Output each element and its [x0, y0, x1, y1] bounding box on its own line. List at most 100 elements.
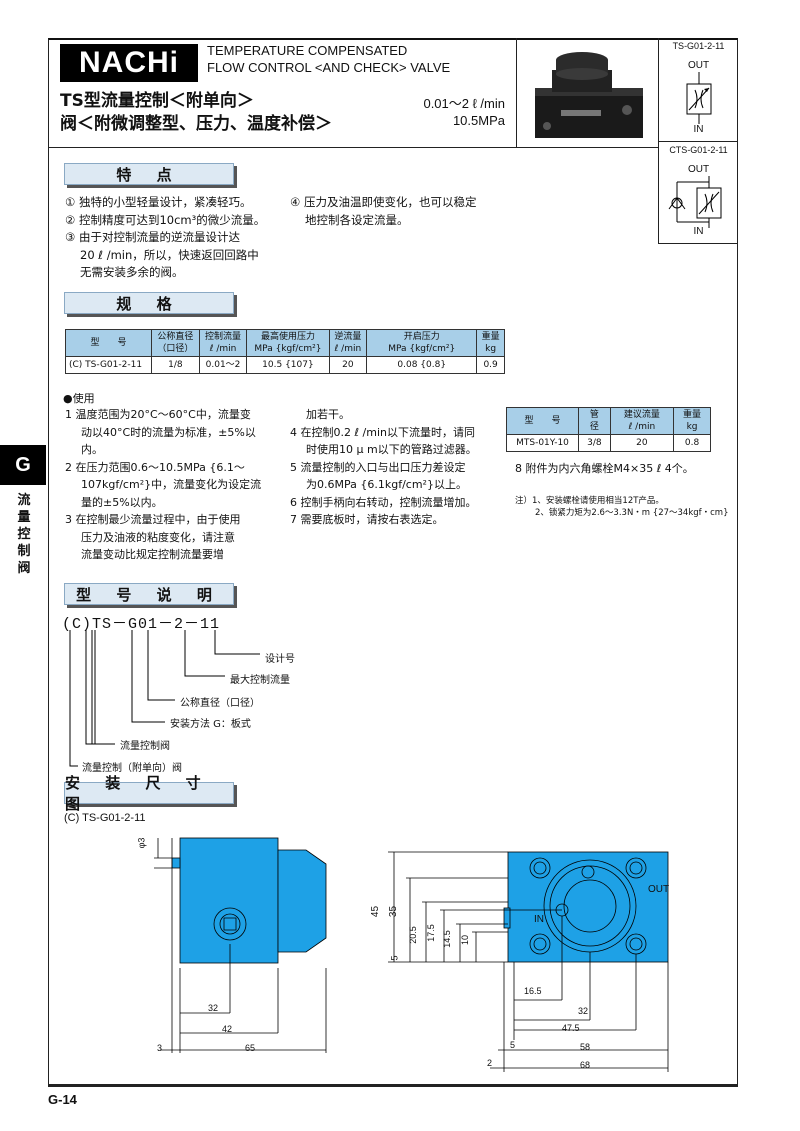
usage-item: 时使用10 μ m以下的管路过滤器。 [306, 443, 477, 456]
cell-weight: 0.9 [476, 356, 505, 374]
port-out-label: OUT [648, 884, 670, 895]
dim-label: 32 [208, 1003, 219, 1013]
usage-item: 量的±5%以内。 [81, 495, 163, 509]
model-code-leader-lines [69, 630, 260, 767]
cell-model: (C) TS-G01-2-11 [65, 356, 152, 374]
col-header: 重量 [683, 410, 702, 420]
dim-label: 3 [157, 1043, 163, 1053]
side-char: 流 [17, 493, 31, 508]
dim-label: 14.5 [441, 930, 452, 948]
symbol-model-ts: TS-G01-2-11 [672, 41, 725, 51]
side-view-drawing [154, 837, 327, 1053]
col-header-sub: MPa {kgf/cm²} [254, 344, 322, 354]
usage-item: 内。 [81, 443, 103, 456]
feature-item: ④ 压力及油温即使变化，也可以稳定 [290, 195, 477, 209]
cell-weight: 0.8 [673, 434, 711, 452]
en-title-line1: TEMPERATURE COMPENSATED [207, 43, 408, 58]
dim-label: 10 [460, 934, 471, 946]
en-title-line2: FLOW CONTROL <AND CHECK> VALVE [207, 60, 451, 75]
dims-subtitle: (C) TS-G01-2-11 [64, 812, 146, 824]
cn-title-line2: 阀＜附微调整型、压力、温度补偿＞ [60, 114, 332, 134]
dims-title: 安 装 尺 寸 图 [64, 774, 234, 813]
note: 注）1、安装螺栓请使用相当12T产品。 [515, 496, 664, 506]
usage-notes: 注）1、安装螺栓请使用相当12T产品。 2、锁紧力矩为2.6～3.3N・m {2… [515, 495, 729, 519]
dim-label: 68 [580, 1060, 591, 1070]
features-list-left: ① 独特的小型轻量设计，紧凑轻巧。 ② 控制精度可达到10cm³的微少流量。 ③… [65, 194, 295, 282]
col-header-sub: ℓ /min [334, 344, 362, 354]
dim-label: 5 [510, 1040, 516, 1050]
dim-label: 32 [578, 1006, 589, 1016]
col-header-sub: （口径） [157, 344, 194, 354]
side-char: 控 [17, 527, 31, 542]
col-header: 重量 [481, 332, 500, 342]
col-header: 最高使用压力 [260, 332, 315, 342]
model-label: 流量控制（附单向）阀 [82, 763, 182, 774]
flow-control-symbol-icon [686, 72, 712, 124]
side-char: 制 [17, 544, 31, 559]
check-flow-control-symbol-icon [668, 176, 722, 228]
note: 2、锁紧力矩为2.6～3.3N・m {27～34kgf・cm} [535, 508, 729, 518]
usage-item-8: 8 附件为内六角螺栓M4×35 ℓ 4个。 [515, 462, 694, 475]
dim-label: φ3 [136, 837, 147, 849]
dim-label: 5 [389, 955, 400, 961]
dim-label: 47.5 [562, 1023, 580, 1033]
model-label: 流量控制阀 [120, 741, 170, 752]
usage-item: 107kgf/cm²}中，流量变化为设定流 [81, 478, 262, 491]
usage-item: 7 需要底板时，请按右表选定。 [290, 513, 444, 526]
dim-label: 65 [245, 1043, 256, 1053]
col-header: 控制流量 [205, 332, 242, 342]
cell-flow: 0.01～2 [198, 356, 248, 374]
spec-pressure: 10.5MPa [452, 113, 505, 128]
page-frame [48, 38, 738, 1085]
symbol-model-cts: CTS-G01-2-11 [669, 145, 728, 155]
usage-item: 动以40°C时的流量为标准，±5%以 [81, 425, 256, 439]
feature-item: 无需安装多余的阀。 [80, 265, 184, 279]
usage-item: 压力及油液的粘度变化，请注意 [81, 530, 235, 544]
symbol-out-label: OUT [687, 60, 710, 71]
footer-rule [48, 1085, 738, 1087]
usage-item: 4 在控制0.2 ℓ /min以下流量时，请同 [290, 425, 475, 439]
dim-label: 58 [580, 1042, 591, 1052]
cell-flow: 20 [609, 434, 675, 452]
feature-item: ① 独特的小型轻量设计，紧凑轻巧。 [65, 195, 252, 209]
feature-item: 20 ℓ /min，所以，快速返回回路中 [80, 247, 259, 262]
usage-item: 流量变动比规定控制流量要增 [81, 548, 224, 561]
cell-pressure: 10.5 {107} [246, 356, 330, 374]
col-header-sub: 径 [589, 422, 599, 432]
cell-size: 1/8 [151, 356, 200, 374]
feature-item: 地控制各设定流量。 [305, 212, 409, 227]
features-title: 特 点 [64, 163, 234, 185]
table-row: (C) TS-G01-2-11 1/8 0.01～2 10.5 {107} 20… [65, 356, 505, 374]
port-in-label: IN [534, 914, 544, 925]
cell-cracking-pressure: 0.08 {0.8} [366, 356, 478, 374]
usage-item: 1 温度范围为20°C～60°C中，流量变 [65, 408, 251, 421]
symbol-in-label: IN [693, 124, 704, 135]
feature-item: ③ 由于对控制流量的逆流量设计达 [65, 230, 240, 244]
section-side-label: 流量控制阀 [14, 492, 34, 577]
usage-heading: ●使用 [63, 392, 95, 405]
cn-title-line1: TS型流量控制＜附单向＞ [60, 91, 254, 111]
usage-list-left: 1 温度范围为20°C～60°C中，流量变 动以40°C时的流量为标准，±5%以… [65, 406, 285, 564]
cell-port: 3/8 [578, 434, 611, 452]
nachi-logo: NACHi [60, 44, 198, 82]
symbol-box-ts: TS-G01-2-11 OUT IN [658, 38, 738, 142]
header-area [48, 38, 516, 148]
model-title: 型 号 说 明 [64, 583, 234, 605]
dim-label: 42 [222, 1024, 233, 1034]
model-label: 安装方法 G：板式 [170, 719, 251, 730]
table-row: MTS-01Y-10 3/8 20 0.8 [506, 434, 711, 452]
cell-reverse-flow: 20 [328, 356, 368, 374]
symbol-box-cts: CTS-G01-2-11 OUT IN [658, 142, 738, 244]
col-header-sub: MPa {kgf/cm²} [388, 344, 456, 354]
valve-photo-icon [535, 52, 643, 138]
cell-model: MTS-01Y-10 [506, 434, 579, 452]
col-header: 型 号 [524, 416, 561, 426]
col-header-sub: ℓ /min [628, 422, 656, 432]
dim-label: 20.5 [407, 926, 418, 944]
top-view-drawing [388, 851, 669, 1072]
dim-label: 17.5 [425, 924, 436, 942]
dim-label: 2 [487, 1058, 493, 1068]
